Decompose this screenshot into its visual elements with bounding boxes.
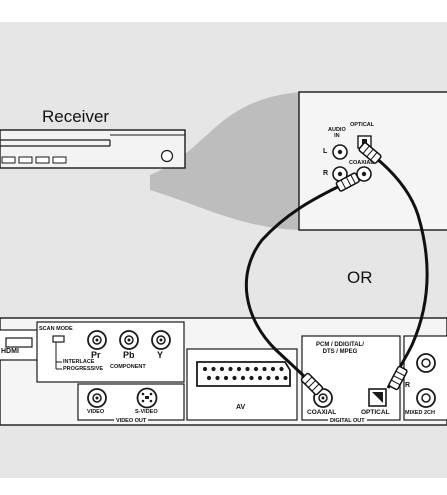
audio-in-label: AUDIO IN (328, 127, 346, 139)
scart-pin (223, 375, 229, 381)
scart-pin (228, 366, 233, 372)
scart-pin (253, 366, 259, 372)
zoom-swoosh (150, 92, 300, 230)
mixed-r-label: R (405, 382, 411, 389)
pb-label: Pb (123, 350, 135, 360)
mixed-2ch-label: MIXED 2CH (405, 410, 435, 416)
left-channel-label: L (323, 148, 328, 155)
right-channel-label: R (323, 170, 329, 177)
interlace-label: INTERLACE (63, 359, 95, 365)
scart-pin (279, 366, 284, 372)
scart-pin (257, 375, 263, 381)
component-label: COMPONENT (110, 364, 146, 370)
receiver-coaxial-label: COAXIAL (349, 160, 374, 166)
scart-pin (266, 375, 271, 381)
scart-pin (232, 375, 237, 381)
scart-pin (202, 366, 208, 372)
pr-label: Pr (91, 350, 101, 360)
coaxial-cable (244, 172, 360, 396)
scart-pin (283, 375, 288, 381)
video-out-label: VIDEO OUT (114, 418, 149, 424)
scart-pin (249, 375, 254, 381)
optical-label: OPTICAL (361, 409, 390, 416)
s-video-label: S-VIDEO (135, 409, 158, 415)
receiver-optical-label: OPTICAL (350, 122, 375, 128)
scart-pin (215, 375, 220, 381)
scart-pin (262, 366, 267, 372)
scart-pins (202, 366, 288, 381)
or-label: OR (347, 268, 373, 287)
progressive-label: PROGRESSIVE (63, 366, 104, 372)
digital-out-label: DIGITAL OUT (328, 418, 367, 424)
scart-pin (236, 366, 242, 372)
scart-pin (219, 366, 225, 372)
scart-pin (240, 375, 246, 381)
scart-pin (274, 375, 280, 381)
av-label: AV (236, 404, 246, 411)
scart-pin (211, 366, 216, 372)
receiver-label: Receiver (42, 107, 110, 126)
receiver-unit (0, 129, 186, 169)
hdmi-label: HDMI (1, 348, 19, 355)
scart-pin (270, 366, 276, 372)
y-label: Y (157, 350, 164, 360)
scart-pin (206, 375, 212, 381)
scan-mode-label: SCAN MODE (39, 326, 73, 332)
optical-cable (358, 142, 429, 391)
coaxial-label: COAXIAL (307, 409, 337, 416)
scart-pin (245, 366, 250, 372)
pcm-label: PCM / DDIGITAL/ DTS / MPEG (316, 342, 364, 355)
player-rear-panel (0, 317, 447, 426)
video-label: VIDEO (87, 409, 105, 415)
